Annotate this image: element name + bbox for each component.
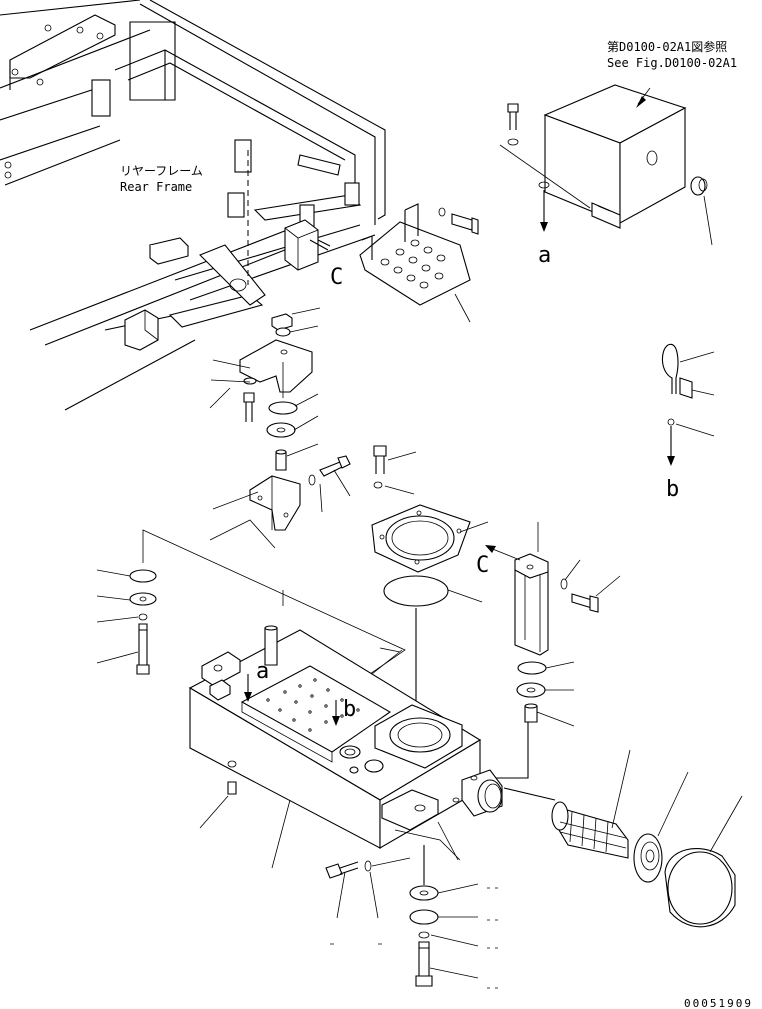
rear-frame-label-jp: リヤーフレーム: [120, 164, 203, 178]
left-mount-stack: [96, 529, 406, 675]
mount-assembly: [209, 307, 351, 531]
hydraulic-tank: [188, 625, 503, 869]
bottom-hardware: [325, 845, 479, 987]
connector-label-b-right: b: [666, 477, 679, 502]
connector-label-c-frame: C: [330, 265, 343, 290]
connector-label-a-top: a: [538, 243, 551, 268]
drawing-number: 00051909: [684, 997, 753, 1009]
rear-frame-label-en: Rear Frame: [120, 180, 192, 194]
strainer-and-cap: [503, 749, 743, 928]
battery-box: [499, 84, 713, 246]
flange-gasket: [371, 445, 489, 720]
figure-reference-jp: 第D0100-02A1図参照: [607, 39, 727, 54]
connector-label-c-bracket: C: [476, 553, 489, 578]
connector-label-b-tank: b: [343, 697, 356, 722]
rear-frame: [0, 0, 386, 411]
callout-ticks: [330, 887, 498, 989]
rod-with-pin: [661, 343, 715, 466]
frame-bolt: [309, 239, 331, 251]
figure-reference-en: See Fig.D0100-02A1: [607, 56, 737, 70]
diagram-labels: リヤーフレーム Rear Frame 第D0100-02A1図参照 See Fi…: [120, 39, 753, 1009]
step-plate: [359, 203, 479, 323]
post-bracket: [476, 522, 621, 779]
assembly-leaders: [209, 519, 461, 861]
tank-arrows: [244, 674, 340, 726]
connector-label-a-tank: a: [256, 659, 269, 684]
